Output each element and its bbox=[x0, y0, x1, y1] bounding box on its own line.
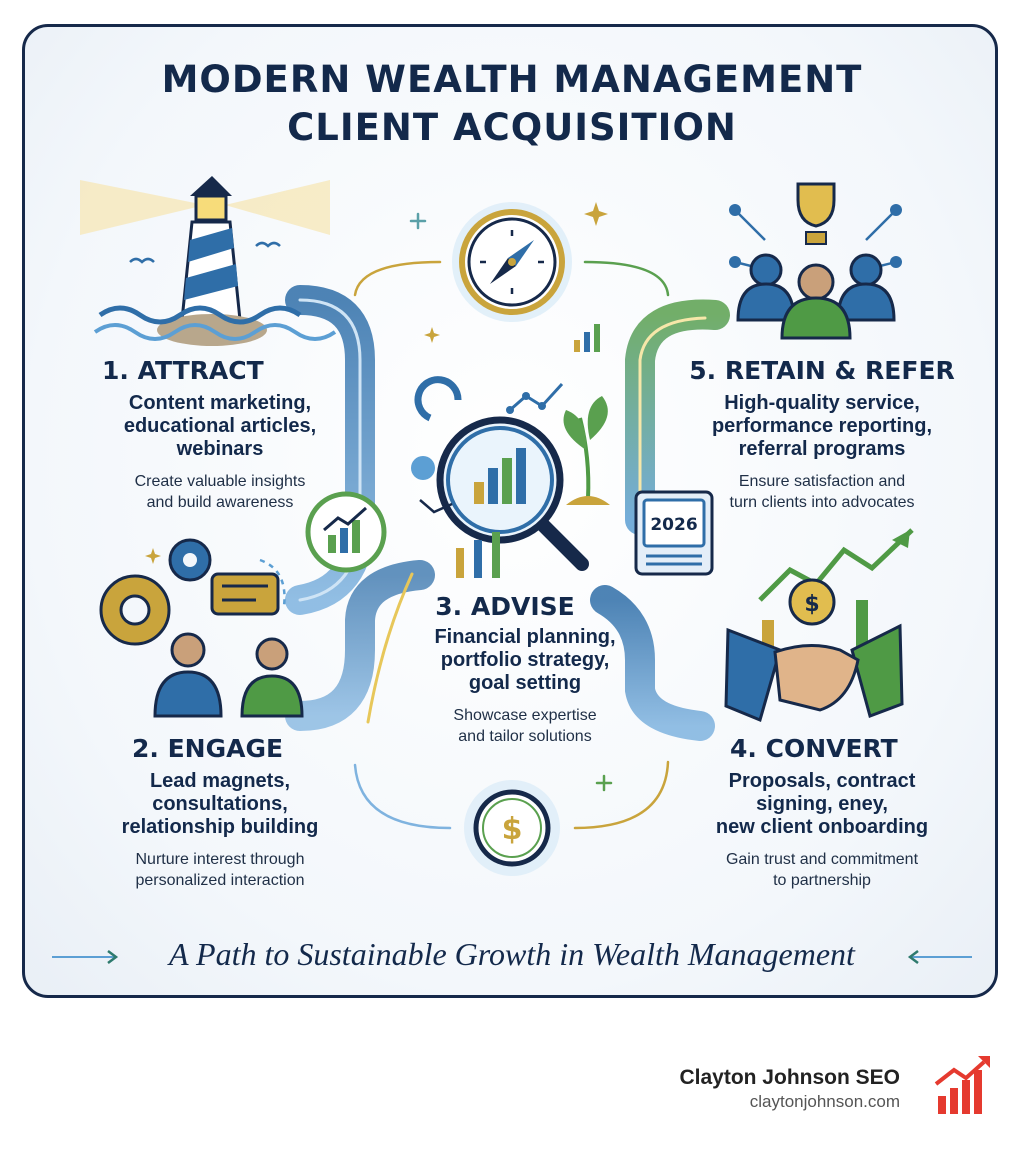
step-note-line: Ensure satisfaction and bbox=[738, 473, 906, 490]
dollar-coin-icon: $ bbox=[464, 780, 560, 876]
step-note-line: and tailor solutions bbox=[458, 728, 592, 745]
step-convert: 4. CONVERT Proposals, contract signing, … bbox=[672, 734, 972, 891]
step-description-line: new client onboarding bbox=[715, 816, 929, 838]
step-retain-refer: 5. RETAIN & REFER High-quality service, … bbox=[672, 356, 972, 513]
step-title: 1. ATTRACT bbox=[102, 356, 264, 385]
step-description-line: relationship building bbox=[121, 816, 319, 838]
tagline-arrow-left-icon bbox=[52, 950, 119, 964]
step-note-line: personalized interaction bbox=[135, 872, 305, 889]
step-description-line: referral programs bbox=[738, 438, 906, 460]
flow-path-advise-to-convert bbox=[590, 585, 715, 741]
step-description-line: goal setting bbox=[468, 672, 582, 694]
step-description-line: High-quality service, bbox=[724, 392, 920, 414]
magnifier-chart-icon bbox=[411, 376, 610, 578]
page-title: MODERN WEALTH MANAGEMENT CLIENT ACQUISIT… bbox=[60, 56, 964, 152]
connector-arcs bbox=[353, 260, 670, 830]
step-engage: 2. ENGAGE Lead magnets, consultations, r… bbox=[70, 734, 370, 891]
step-attract: 1. ATTRACT Content marketing, educationa… bbox=[70, 356, 370, 513]
step-description-line: Proposals, contract bbox=[728, 770, 916, 792]
step-title: 2. ENGAGE bbox=[132, 734, 284, 763]
step-description-line: Lead magnets, bbox=[149, 770, 291, 792]
growth-chart-badge-icon bbox=[305, 491, 387, 573]
step-description-line: webinars bbox=[176, 438, 264, 460]
step-title: 5. RETAIN & REFER bbox=[689, 356, 955, 385]
step-note-line: Gain trust and commitment bbox=[725, 851, 919, 868]
gears-chat-icon bbox=[99, 538, 304, 718]
handshake-icon: $ bbox=[724, 528, 914, 723]
step-description-line: signing, eney, bbox=[756, 793, 888, 815]
step-description-line: Content marketing, bbox=[128, 392, 312, 414]
step-advise: 3. ADVISE Financial planning, portfolio … bbox=[380, 592, 670, 747]
plus-icon bbox=[409, 212, 613, 792]
mini-bar-chart-icon bbox=[574, 324, 600, 352]
brand-name: Clayton Johnson SEO bbox=[679, 1066, 900, 1089]
flow-path-engage-to-advise bbox=[285, 560, 435, 731]
step-note-line: and build awareness bbox=[146, 494, 294, 511]
calendar-year-label: 2026 bbox=[650, 515, 697, 535]
calendar-monitor-icon bbox=[634, 490, 714, 576]
step-note-line: turn clients into advocates bbox=[729, 494, 915, 511]
step-note-line: Showcase expertise bbox=[453, 707, 597, 724]
trophy-network-icon bbox=[729, 182, 902, 340]
step-title: 4. CONVERT bbox=[730, 734, 898, 763]
step-description-line: consultations, bbox=[152, 793, 288, 815]
step-description-line: performance reporting, bbox=[711, 415, 933, 437]
step-note-line: Create valuable insights bbox=[134, 473, 306, 490]
compass-icon bbox=[452, 202, 572, 322]
title-line-1: MODERN WEALTH MANAGEMENT bbox=[161, 58, 863, 101]
svg-text:$: $ bbox=[804, 592, 819, 617]
flow-path bbox=[285, 285, 730, 741]
svg-text:$: $ bbox=[502, 812, 523, 847]
sparkle-icon bbox=[145, 202, 608, 564]
step-description-line: Financial planning, bbox=[434, 626, 616, 648]
brand-url[interactable]: claytonjohnson.com bbox=[749, 1092, 900, 1111]
lighthouse-icon bbox=[80, 176, 337, 346]
step-description-line: educational articles, bbox=[123, 415, 317, 437]
step-description-line: portfolio strategy, bbox=[440, 649, 610, 671]
footer-tagline: A Path to Sustainable Growth in Wealth M… bbox=[169, 936, 855, 972]
tagline-arrow-right-icon bbox=[907, 950, 972, 964]
step-title: 3. ADVISE bbox=[435, 592, 575, 621]
step-note-line: Nurture interest through bbox=[135, 851, 305, 868]
brand-logo-icon bbox=[934, 1056, 990, 1114]
step-note-line: to partnership bbox=[773, 872, 871, 889]
title-line-2: CLIENT ACQUISITION bbox=[287, 106, 737, 149]
